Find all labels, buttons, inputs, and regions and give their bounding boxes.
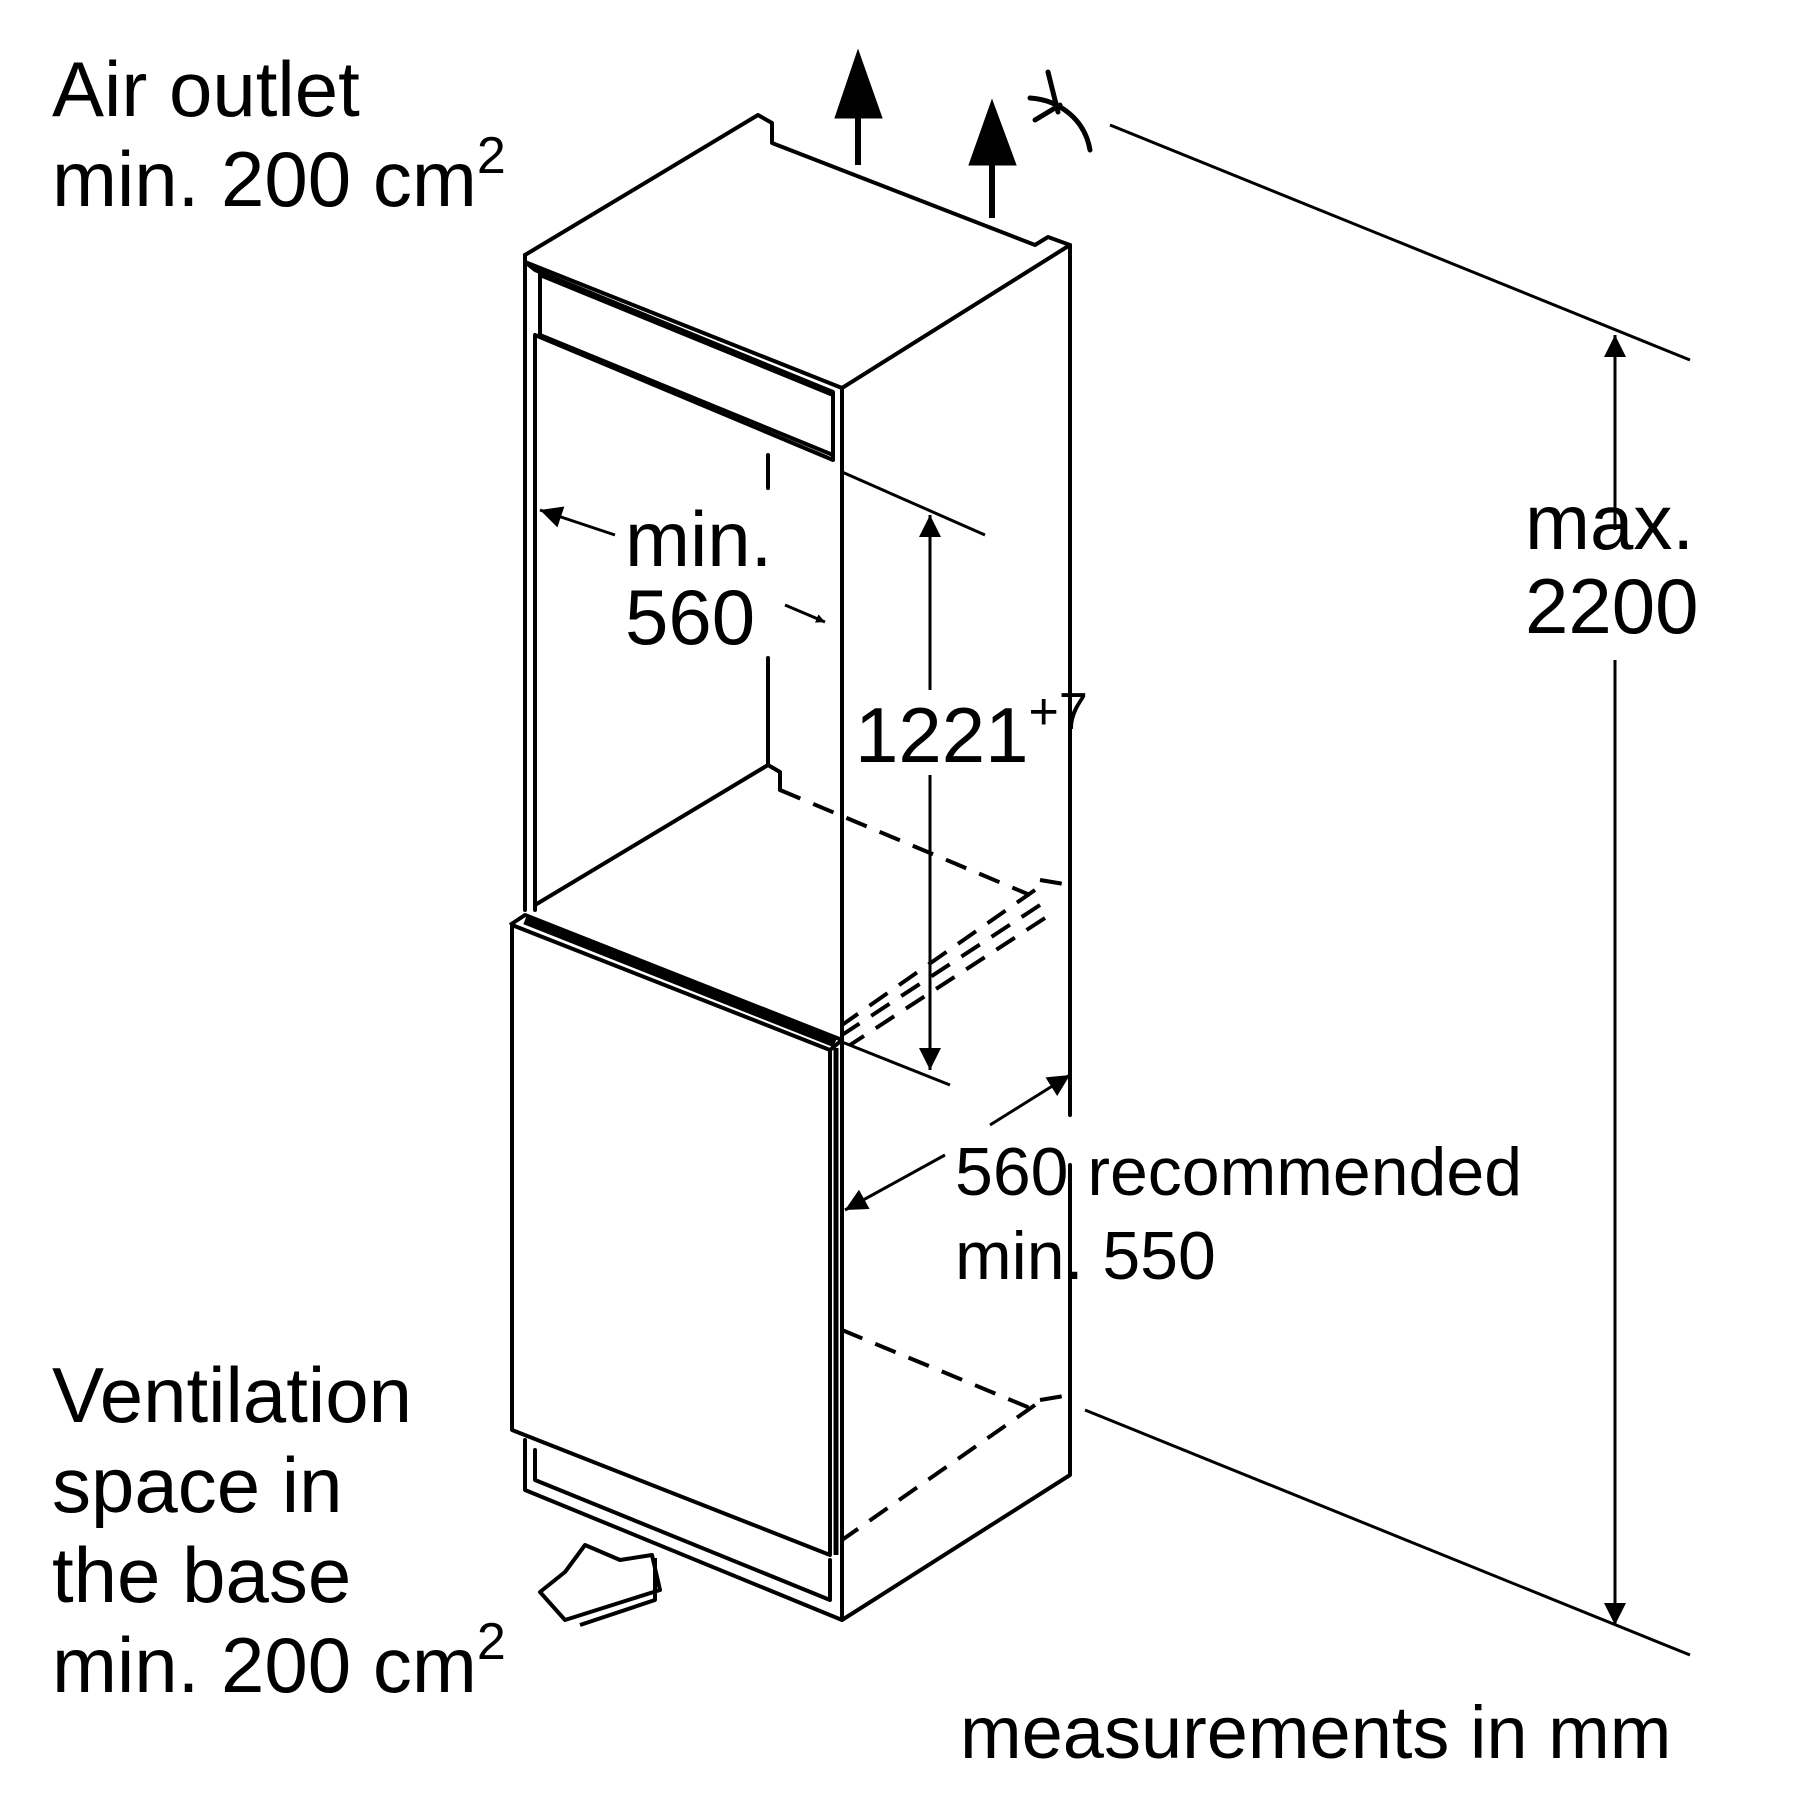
depth-label: 560 recommended min. 550	[955, 1130, 1522, 1298]
ventilation-line3: the base	[52, 1531, 352, 1619]
ventilation-label: Ventilation space in the base min. 200 c…	[52, 1350, 506, 1710]
ventilation-line2: space in	[52, 1441, 343, 1529]
airflow-up-arrow-icon	[834, 48, 1017, 218]
appliance-body	[508, 913, 844, 1557]
cabinet-outline	[523, 113, 1072, 1622]
niche-width-line2: 560	[625, 573, 756, 661]
niche-height-value: 1221	[855, 691, 1029, 779]
air-outlet-line1: Air outlet	[52, 45, 360, 133]
niche-height-tolerance: +7	[1028, 683, 1088, 741]
airflow-in-arrow-icon	[538, 1543, 662, 1627]
niche-height-label: 1221+7	[855, 686, 1088, 780]
air-outlet-line2: min. 200 cm2	[52, 127, 506, 223]
ventilation-line1: Ventilation	[52, 1351, 412, 1439]
dimension-lines	[539, 123, 1691, 1657]
hidden-lines	[779, 788, 1071, 1542]
ventilation-line4: min. 200 cm2	[52, 1613, 506, 1709]
depth-line1: 560 recommended	[955, 1134, 1523, 1210]
units-note: measurements in mm	[960, 1691, 1672, 1774]
max-height-line1: max.	[1525, 478, 1695, 566]
depth-line2: min. 550	[955, 1218, 1216, 1294]
max-height-line2: 2200	[1525, 562, 1699, 650]
niche-width-label: min. 560	[625, 500, 772, 656]
niche-width-line1: min.	[625, 495, 773, 583]
air-outlet-label: Air outlet min. 200 cm2	[52, 44, 506, 224]
max-height-label: max. 2200	[1525, 480, 1699, 648]
cabinet-fixing-icon	[1027, 69, 1093, 153]
